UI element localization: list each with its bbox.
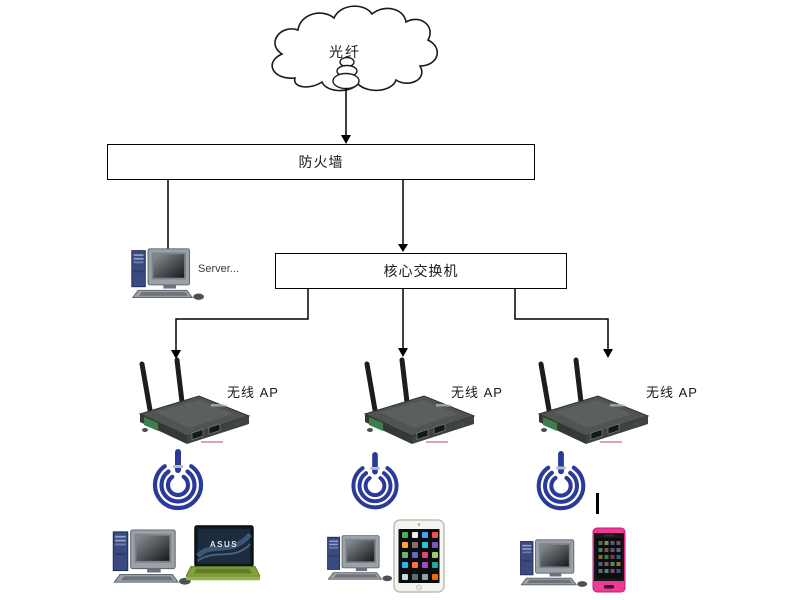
client-desktop-icon-1	[108, 528, 194, 588]
laptop-icon	[186, 524, 260, 582]
ap-label-2: 无线 AP	[451, 385, 503, 400]
server-desktop-icon	[127, 247, 207, 303]
firewall-label: 防火墙	[298, 154, 344, 170]
cloud-label: 光纤	[329, 44, 361, 60]
connector-lines	[167, 88, 609, 351]
core-switch-label: 核心交换机	[383, 263, 459, 279]
wifi-signal-icon-2	[345, 450, 405, 514]
ap-label-3: 无线 AP	[646, 385, 698, 400]
client-desktop-icon-3	[518, 538, 588, 590]
firewall-box: 防火墙	[107, 144, 535, 180]
smartphone-icon	[592, 527, 626, 593]
laptop-brand-label: ASUS	[209, 540, 239, 549]
client-desktop-icon-2	[324, 534, 394, 584]
wifi-signal-icon-1	[146, 447, 210, 515]
server-label: Server...	[198, 263, 239, 275]
wifi-signal-icon-3	[530, 449, 592, 515]
ap-label-1: 无线 AP	[227, 385, 279, 400]
core-switch-box: 核心交换机	[275, 253, 567, 289]
wireless-ap-icon-3	[532, 356, 654, 444]
cloud-icon	[271, 5, 439, 92]
text-cursor	[596, 493, 599, 514]
tablet-icon	[393, 519, 445, 593]
